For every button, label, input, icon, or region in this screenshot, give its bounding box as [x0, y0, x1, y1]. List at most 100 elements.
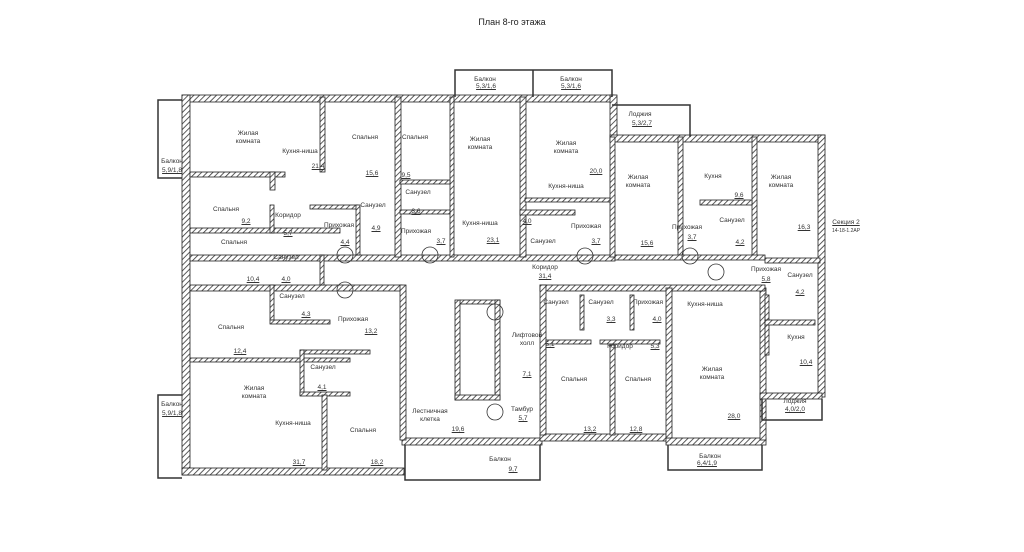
wall	[519, 96, 527, 258]
room-area: 9,6	[734, 192, 744, 199]
room-area: 9,5	[401, 172, 411, 179]
room-area: 3,7	[591, 238, 601, 245]
room-area: 31,7	[292, 459, 306, 466]
wall	[629, 294, 635, 331]
door-swing	[421, 246, 439, 264]
wall	[189, 254, 616, 262]
section-name: Секция 2	[832, 219, 860, 226]
wall	[579, 294, 585, 331]
room-area: 4,4	[340, 239, 350, 246]
room-name: Санузел	[787, 272, 813, 279]
room-area: 4,3	[301, 311, 311, 318]
room-area: 6,4/1,9	[697, 460, 717, 467]
room-area: 16,3	[797, 224, 811, 231]
room-name: Прихожая	[400, 228, 432, 235]
wall	[321, 394, 328, 471]
wall	[394, 96, 402, 258]
wall	[269, 284, 275, 321]
wall	[764, 319, 816, 326]
room-name: Прихожая	[323, 222, 355, 229]
room-name: Санузел	[310, 364, 336, 371]
wall	[699, 199, 753, 206]
room-name: Лестничная клетка	[412, 408, 448, 423]
room-name: Жилая комната	[699, 366, 725, 381]
room-name: Санузел	[719, 217, 745, 224]
wall	[519, 209, 576, 216]
room-name: Жилая комната	[553, 140, 579, 155]
room-name: Санузел	[405, 189, 431, 196]
room-area: 3,7	[687, 234, 697, 241]
room-name: Спальня	[401, 134, 429, 141]
room-name: Балкон	[699, 453, 721, 460]
wall	[609, 94, 618, 141]
balcony-outline	[404, 445, 541, 481]
room-name: Кухня-ниша	[282, 148, 318, 155]
room-area: 12,8	[629, 426, 643, 433]
room-name: Прихожая	[632, 299, 664, 306]
room-name: Балкон	[474, 76, 496, 83]
room-area: 7,1	[522, 371, 532, 378]
wall	[751, 136, 758, 258]
wall	[609, 344, 616, 436]
room-area: 5,7	[283, 230, 293, 237]
wall	[539, 433, 671, 442]
room-area: 4,0/2,0	[785, 406, 805, 413]
room-area: 31,4	[538, 273, 552, 280]
room-area: 19,6	[451, 426, 465, 433]
wall	[449, 96, 455, 258]
wall	[494, 299, 501, 401]
room-name: Прихожая	[671, 224, 703, 231]
room-name: Кухня-ниша	[462, 220, 498, 227]
wall	[189, 171, 286, 178]
room-name: Санузел	[588, 299, 614, 306]
room-name: Спальня	[624, 376, 652, 383]
room-area: 4,2	[735, 239, 745, 246]
wall	[189, 227, 341, 234]
room-area: 5,3/2,7	[632, 120, 652, 127]
wall	[764, 257, 821, 264]
wall	[269, 171, 276, 191]
room-area: 5,9/1,8	[162, 410, 182, 417]
wall	[665, 437, 767, 446]
wall	[399, 179, 451, 185]
wall	[454, 299, 461, 401]
room-name: Прихожая	[337, 316, 369, 323]
room-name: Балкон	[161, 401, 183, 408]
room-area: 13,2	[364, 328, 378, 335]
wall	[355, 204, 361, 256]
room-area: 3,3	[606, 316, 616, 323]
room-name: Кухня-ниша	[275, 420, 311, 427]
wall	[539, 284, 766, 292]
balcony-outline	[157, 394, 182, 479]
room-name: Санузел	[279, 293, 305, 300]
section-label: Секция 2 14-18-1.2АР	[832, 219, 860, 235]
room-name: Спальня	[349, 427, 377, 434]
wall	[539, 284, 547, 436]
wall	[189, 357, 351, 363]
wall	[299, 349, 305, 396]
wall	[319, 254, 325, 286]
room-name: Спальня	[351, 134, 379, 141]
balcony-outlines	[157, 69, 823, 481]
wall	[454, 394, 501, 401]
room-name: Тамбур	[510, 406, 534, 413]
walls	[181, 94, 826, 476]
wall	[181, 467, 405, 476]
wall	[269, 319, 331, 325]
room-name: Жилая комната	[467, 136, 493, 151]
room-area: 12,4	[233, 348, 247, 355]
room-name: Спальня	[220, 239, 248, 246]
wall	[399, 209, 451, 215]
room-area: 3,6	[411, 208, 421, 215]
wall	[459, 299, 501, 305]
room-name: Санузел	[360, 202, 386, 209]
room-area: 4,2	[795, 289, 805, 296]
room-area: 9,7	[508, 466, 518, 473]
room-name: Кухня-ниша	[548, 183, 584, 190]
wall	[524, 197, 611, 203]
room-name: Жилая комната	[768, 174, 794, 189]
room-name: Лоджия	[628, 111, 652, 118]
door-swings	[336, 246, 725, 421]
room-name: Коридор	[275, 212, 301, 219]
room-name: Прихожая	[750, 266, 782, 273]
